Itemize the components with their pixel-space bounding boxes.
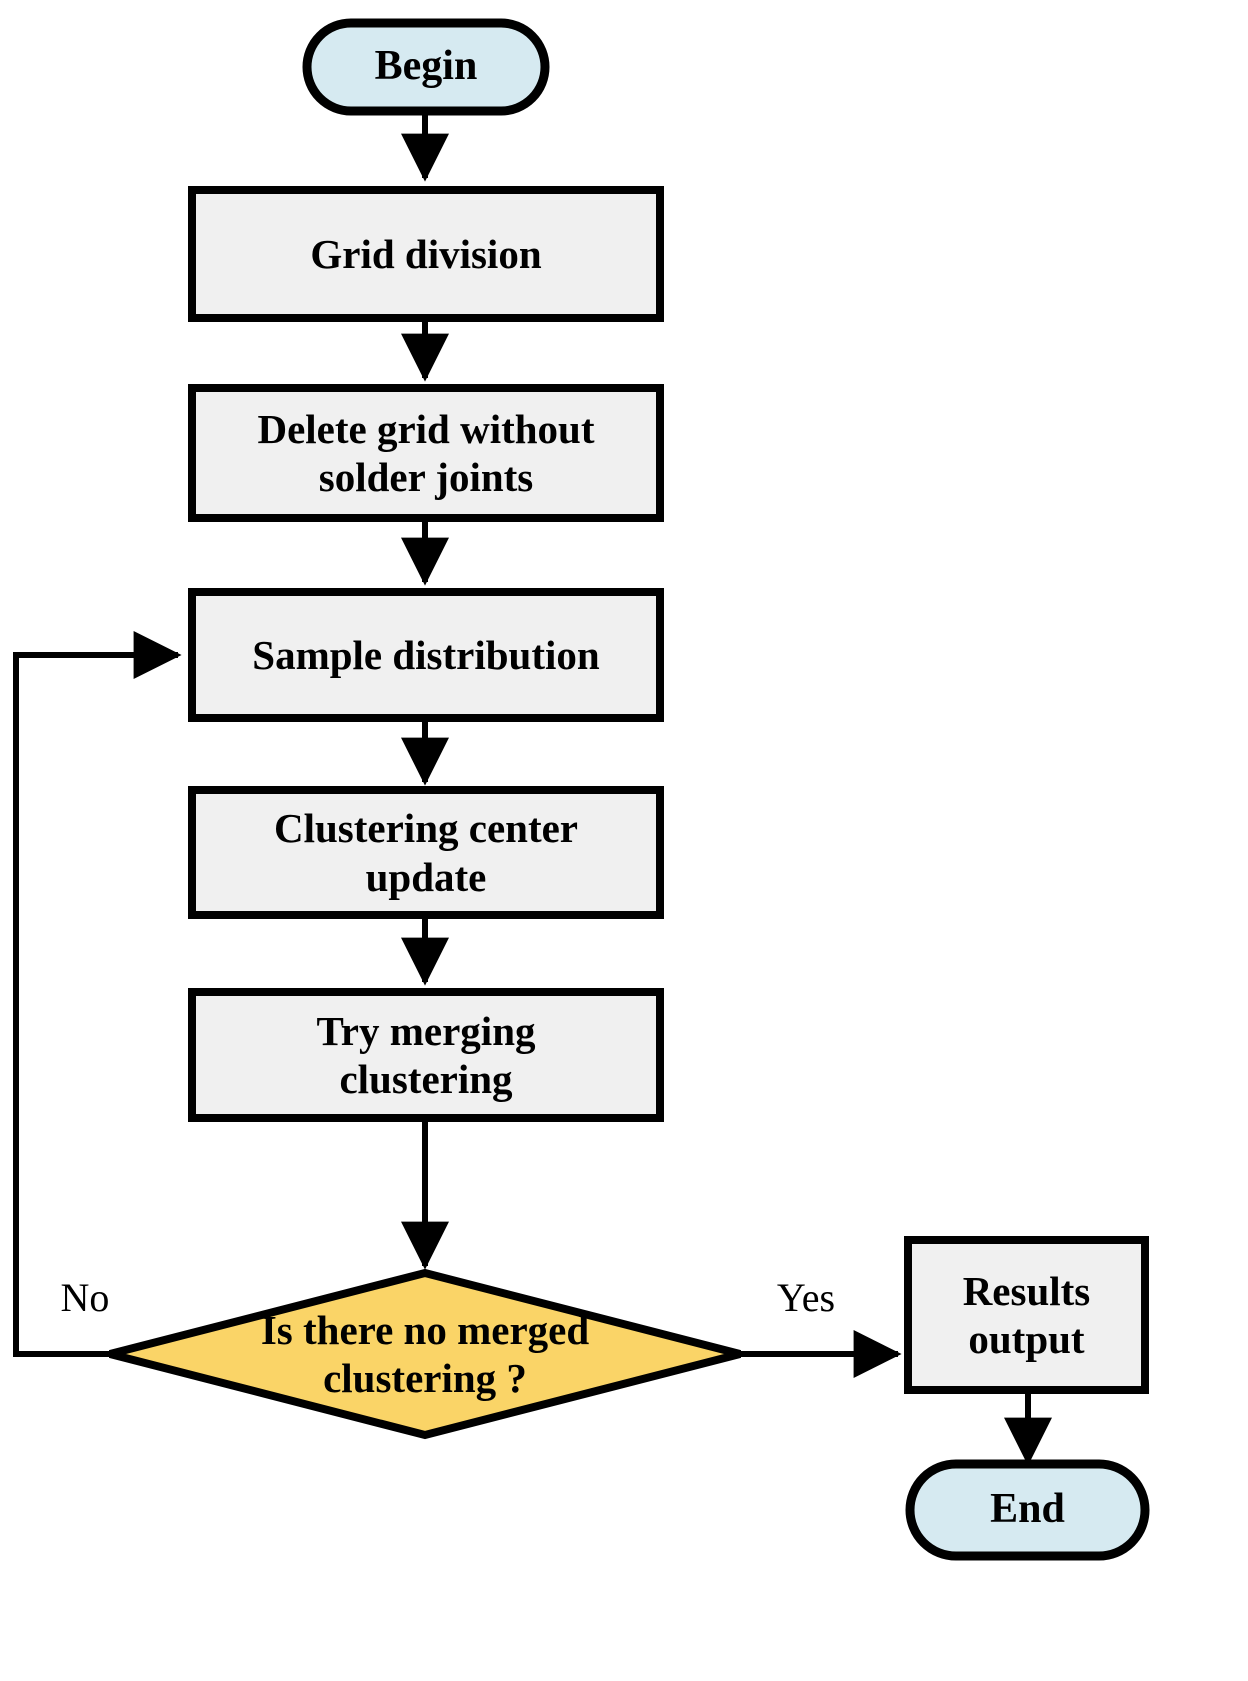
node-shape-delete-grid[interactable] <box>188 384 664 522</box>
node-shape-results-output[interactable] <box>904 1236 1149 1394</box>
edge-label-no: No <box>60 1275 110 1320</box>
node-shape-grid-division[interactable] <box>188 186 664 322</box>
node-shape-begin[interactable] <box>302 18 550 116</box>
node-shape-decision[interactable] <box>109 1268 741 1440</box>
edge-label-yes: Yes <box>776 1275 836 1320</box>
node-shape-try-merging-clustering[interactable] <box>188 988 664 1122</box>
node-shape-clustering-center-update[interactable] <box>188 786 664 919</box>
node-shape-sample-distribution[interactable] <box>188 588 664 722</box>
edge-decision-no-loop <box>13 631 182 1357</box>
node-shape-end[interactable] <box>905 1459 1150 1561</box>
